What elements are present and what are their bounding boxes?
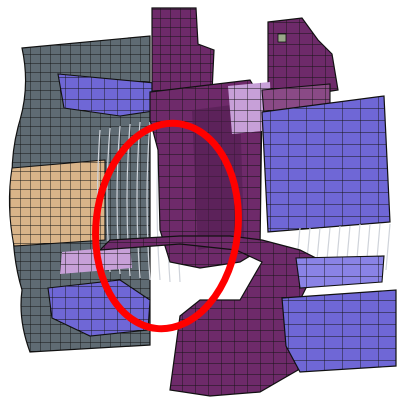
highlight-ring [92, 119, 242, 333]
plum-lower-sweep [98, 235, 321, 397]
violet-right-lower-block [281, 255, 397, 373]
plum-top-post [151, 7, 215, 93]
violet-upper-left-block [57, 73, 166, 117]
pink-middle-panel [228, 82, 272, 134]
tan-inner-band [8, 159, 106, 247]
violet-right-upper-block [261, 95, 391, 233]
violet-lower-left-block [47, 279, 151, 337]
